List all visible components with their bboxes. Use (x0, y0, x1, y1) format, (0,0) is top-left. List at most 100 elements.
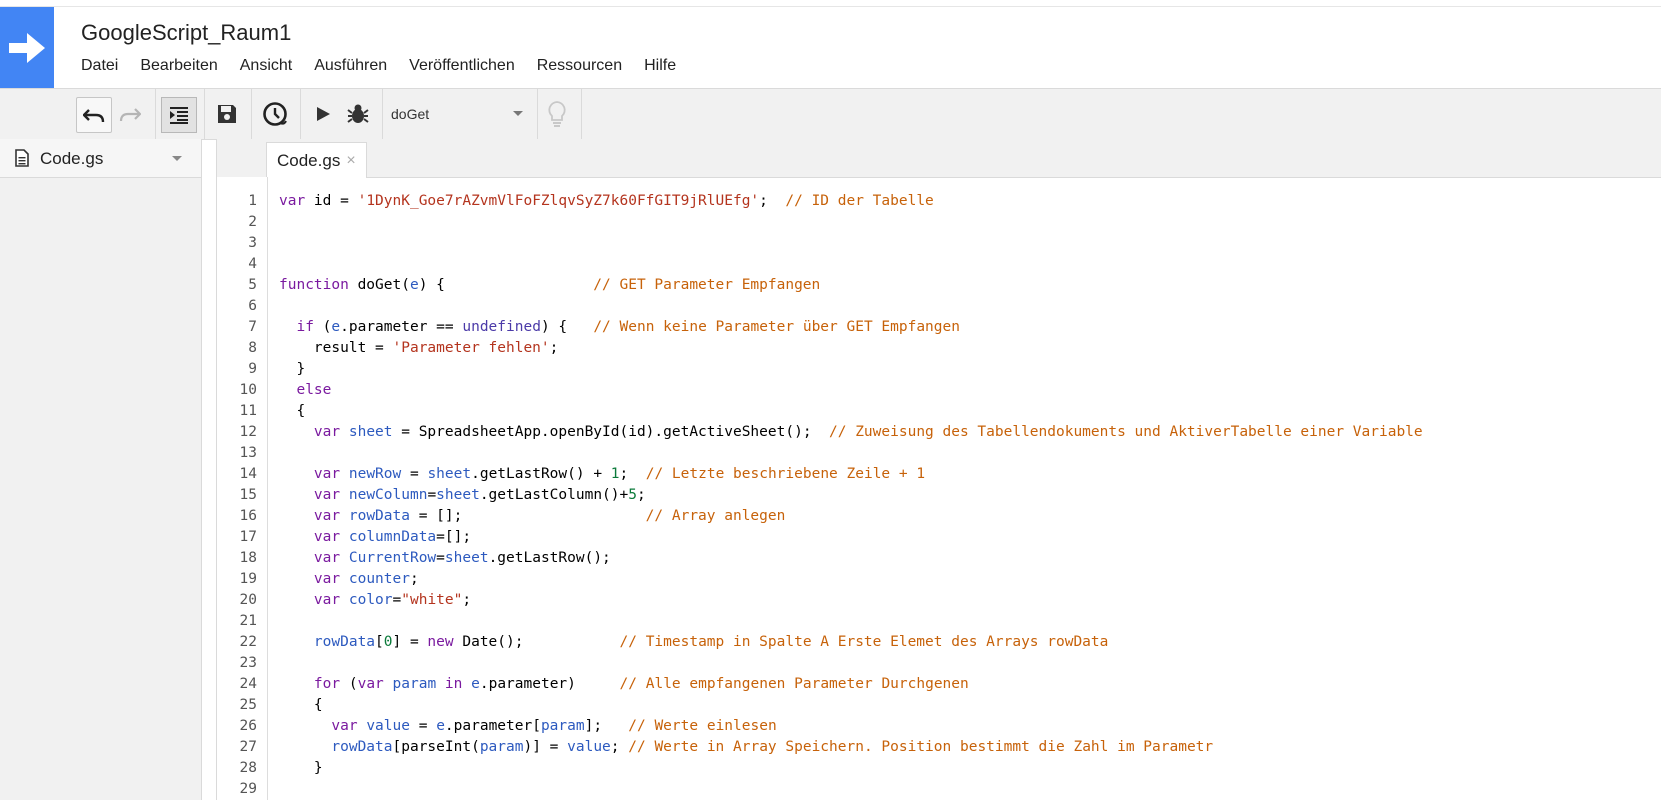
toolbar-separator (537, 89, 538, 139)
code-line[interactable]: 25 { (217, 695, 1661, 716)
tab-code-gs[interactable]: Code.gs × (266, 142, 367, 178)
apps-script-logo[interactable] (0, 7, 54, 88)
code-line[interactable]: 10 else (217, 380, 1661, 401)
file-sidebar: Code.gs (0, 139, 202, 800)
save-button[interactable] (210, 97, 244, 131)
code-line[interactable]: 8 result = 'Parameter fehlen'; (217, 338, 1661, 359)
toolbar: doGet (0, 88, 1661, 140)
code-token (436, 676, 445, 692)
menu-bearbeiten[interactable]: Bearbeiten (140, 57, 218, 74)
code-token: sheet (436, 487, 480, 503)
code-line[interactable]: 6 (217, 296, 1661, 317)
code-token (279, 508, 314, 524)
debug-button[interactable] (341, 97, 375, 131)
line-number: 5 (248, 277, 257, 293)
code-line[interactable]: 17 var columnData=[]; (217, 527, 1661, 548)
close-icon[interactable]: × (346, 151, 356, 169)
code-text: var CurrentRow=sheet.getLastRow(); (279, 548, 611, 569)
code-token: 5 (628, 487, 637, 503)
code-token: columnData (348, 529, 437, 545)
suggestions-button[interactable] (540, 97, 574, 131)
code-token (462, 676, 471, 692)
code-token: .getLastRow(); (488, 550, 611, 566)
code-text: rowData[parseInt(param)] = value; // Wer… (279, 737, 1213, 758)
code-token (340, 424, 349, 440)
menu-ausfuehren[interactable]: Ausführen (314, 57, 388, 74)
function-select[interactable]: doGet (391, 99, 531, 129)
code-token: function (279, 277, 349, 293)
line-number: 3 (248, 235, 257, 251)
code-line[interactable]: 4 (217, 254, 1661, 275)
code-line[interactable]: 3 (217, 233, 1661, 254)
code-line[interactable]: 2 (217, 212, 1661, 233)
code-line[interactable]: 20 var color="white"; (217, 590, 1661, 611)
code-token (340, 550, 349, 566)
menu-ansicht[interactable]: Ansicht (239, 57, 293, 74)
code-token: for (313, 676, 341, 692)
run-button[interactable] (306, 97, 340, 131)
code-token: sheet (348, 424, 393, 440)
code-token: .getLastColumn()+ (479, 487, 629, 503)
triggers-button[interactable] (258, 97, 292, 131)
code-token: // Timestamp in Spalte A Erste Elemet de… (619, 634, 1109, 650)
code-line[interactable]: 14 var newRow = sheet.getLastRow() + 1; … (217, 464, 1661, 485)
code-token: doGet( (348, 277, 410, 293)
menu-datei[interactable]: Datei (81, 57, 119, 74)
menu-hilfe[interactable]: Hilfe (644, 57, 677, 74)
code-token: // Array anlegen (645, 508, 786, 524)
code-line[interactable]: 12 var sheet = SpreadsheetApp.openById(i… (217, 422, 1661, 443)
code-line[interactable]: 22 rowData[0] = new Date(); // Timestamp… (217, 632, 1661, 653)
code-token: param (392, 676, 437, 692)
code-token: e (409, 277, 419, 293)
line-number: 26 (239, 718, 257, 734)
code-line[interactable]: 28 } (217, 758, 1661, 779)
menu-veroeffentlichen[interactable]: Veröffentlichen (409, 57, 515, 74)
code-line[interactable]: 21 (217, 611, 1661, 632)
code-line[interactable]: 29 (217, 779, 1661, 800)
toolbar-separator (204, 89, 205, 139)
tab-label: Code.gs (277, 150, 341, 170)
code-line[interactable]: 9 } (217, 359, 1661, 380)
chevron-down-icon[interactable] (172, 156, 182, 161)
line-number: 10 (239, 382, 257, 398)
code-line[interactable]: 11 { (217, 401, 1661, 422)
project-title[interactable]: GoogleScript_Raum1 (81, 20, 292, 45)
code-token: "white" (401, 592, 463, 608)
code-token: { (279, 403, 306, 419)
code-text: rowData[0] = new Date(); // Timestamp in… (279, 632, 1108, 653)
code-line[interactable]: 24 for (var param in e.parameter) // All… (217, 674, 1661, 695)
code-text: result = 'Parameter fehlen'; (279, 338, 558, 359)
code-token: ; (610, 739, 629, 755)
code-token: rowData (313, 634, 376, 650)
code-line[interactable]: 19 var counter; (217, 569, 1661, 590)
code-token (279, 676, 314, 692)
code-token (340, 466, 349, 482)
code-line[interactable]: 7 if (e.parameter == undefined) { // Wen… (217, 317, 1661, 338)
code-token: newRow (348, 466, 402, 482)
code-line[interactable]: 23 (217, 653, 1661, 674)
code-token: ; (636, 487, 646, 503)
code-line[interactable]: 27 rowData[parseInt(param)] = value; // … (217, 737, 1661, 758)
undo-button[interactable] (76, 97, 112, 133)
code-line[interactable]: 15 var newColumn=sheet.getLastColumn()+5… (217, 485, 1661, 506)
sidebar-file-item[interactable]: Code.gs (0, 139, 201, 178)
code-line[interactable]: 18 var CurrentRow=sheet.getLastRow(); (217, 548, 1661, 569)
code-token: // GET Parameter Empfangen (593, 277, 821, 293)
run-icon (317, 107, 330, 121)
menu-ressourcen[interactable]: Ressourcen (536, 57, 623, 74)
redo-button[interactable] (113, 97, 147, 131)
auto-indent-toggle[interactable] (161, 97, 197, 133)
code-token: // ID der Tabelle (785, 193, 934, 209)
code-line[interactable]: 16 var rowData = []; // Array anlegen (217, 506, 1661, 527)
line-number: 27 (239, 739, 257, 755)
sidebar-file-label: Code.gs (40, 149, 104, 168)
code-text: var color="white"; (279, 590, 471, 611)
code-line[interactable]: 13 (217, 443, 1661, 464)
code-line[interactable]: 26 var value = e.parameter[param]; // We… (217, 716, 1661, 737)
line-number: 8 (248, 340, 257, 356)
code-token (279, 529, 314, 545)
